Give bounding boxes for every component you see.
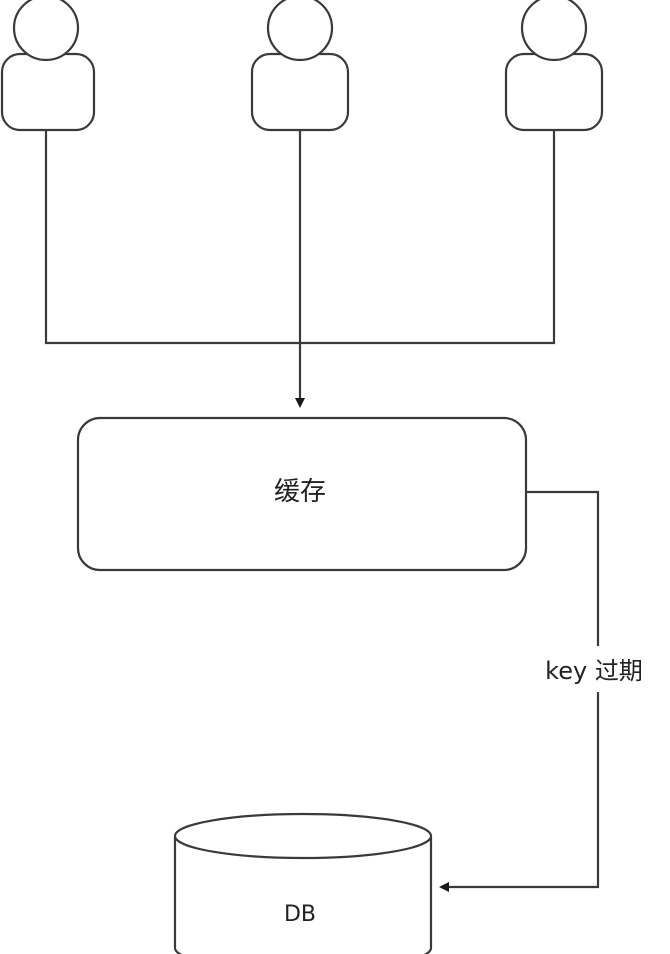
- edge-label-group: key 过期: [524, 646, 664, 692]
- db-label: DB: [284, 902, 316, 927]
- user-connector-left: [44, 130, 300, 345]
- cache-node: 缓存: [76, 416, 528, 572]
- user-icon: [0, 0, 96, 132]
- cache-label: 缓存: [274, 477, 326, 507]
- key-expired-label: key 过期: [545, 657, 643, 685]
- user-connector-right: [300, 130, 556, 345]
- user-icon: [504, 0, 604, 132]
- user-icon: [250, 0, 350, 132]
- edge-label-background: [524, 646, 664, 692]
- db-node: DB: [173, 812, 433, 954]
